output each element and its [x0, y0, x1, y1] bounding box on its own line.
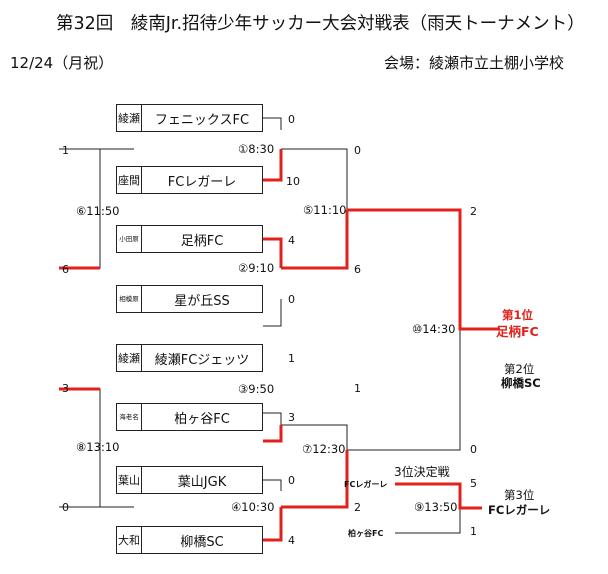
score-m10-b: 0 [470, 443, 477, 456]
match-label-9: ⑨13:50 [414, 500, 458, 514]
team-name: 星が丘SS [174, 293, 230, 309]
score-m5-a: 0 [354, 144, 361, 157]
team-box-hoshigaoka: 相模原 星が丘SS [116, 285, 263, 313]
match-label-7: ⑦12:30 [302, 442, 346, 456]
score-m7-a: 1 [354, 382, 361, 395]
second-place-label: 第2位 [504, 362, 535, 376]
team-box-ashigara: 小田原 足柄FC [116, 225, 263, 253]
event-date: 12/24（月祝） [10, 54, 114, 72]
team-name: フェニックスFC [154, 112, 250, 128]
team-name: 綾瀬FCジェッツ [154, 352, 250, 368]
team-name: 柏ヶ谷FC [174, 411, 230, 427]
score-m3-b: 3 [288, 411, 295, 424]
team-name: 葉山JGK [177, 474, 227, 490]
team-pref: 座間 [117, 167, 142, 193]
team-name: FCレガーレ [167, 174, 237, 190]
team-box-ayase-jets: 綾瀬 綾瀬FCジェッツ [116, 344, 263, 372]
team-box-fc-legare: 座間 FCレガーレ [116, 166, 263, 194]
match-label-10: ⑩14:30 [412, 322, 456, 336]
event-venue: 会場：綾瀬市立土棚小学校 [384, 54, 565, 72]
score-m4-b: 4 [288, 534, 295, 547]
team-pref: 海老名 [117, 404, 142, 430]
score-m1-b: 10 [286, 175, 300, 188]
third-place-team: FCレガーレ [488, 503, 551, 517]
first-place-label: 第1位 [502, 308, 534, 322]
team-pref: 葉山 [117, 467, 142, 493]
match-label-2: ②9:10 [238, 261, 275, 275]
score-m9-b: 1 [470, 525, 477, 538]
team-name: 足柄FC [180, 233, 224, 249]
score-m7-b: 2 [354, 501, 361, 514]
score-m10-a: 2 [470, 205, 477, 218]
team-pref: 小田原 [117, 226, 142, 252]
third-place-team-a: FCレガーレ [344, 480, 388, 489]
score-m3-a: 1 [288, 352, 295, 365]
match-label-5: ⑤11:10 [303, 203, 347, 217]
match-label-1: ①8:30 [238, 142, 275, 156]
third-place-title: 3位決定戦 [394, 465, 450, 479]
match-label-4: ④10:30 [231, 500, 275, 514]
third-place-label: 第3位 [504, 488, 535, 502]
score-m2-b: 0 [288, 293, 295, 306]
team-pref: 大和 [117, 527, 142, 553]
score-m5-b: 6 [354, 263, 361, 276]
team-box-hayama: 葉山 葉山JGK [116, 466, 263, 494]
team-pref: 綾瀬 [117, 105, 142, 131]
score-m6-a: 1 [62, 144, 69, 157]
team-box-phoenix: 綾瀬 フェニックスFC [116, 104, 263, 132]
match-label-3: ③9:50 [238, 382, 275, 396]
second-place-team: 柳橋SC [501, 376, 541, 390]
score-m4-a: 0 [288, 474, 295, 487]
score-m6-b: 6 [62, 263, 69, 276]
team-pref: 綾瀬 [117, 345, 142, 371]
score-m8-b: 0 [62, 501, 69, 514]
team-box-kashiwagaya: 海老名 柏ヶ谷FC [116, 403, 263, 431]
team-name: 柳橋SC [180, 534, 224, 550]
first-place-team: 足柄FC [496, 324, 539, 339]
score-m2-a: 4 [288, 234, 295, 247]
team-box-yanagibashi: 大和 柳橋SC [116, 526, 263, 554]
match-label-6: ⑥11:50 [76, 204, 120, 218]
score-m1-a: 0 [288, 113, 295, 126]
score-m8-a: 3 [62, 382, 69, 395]
match-label-8: ⑧13:10 [76, 440, 120, 454]
third-place-team-b: 柏ヶ谷FC [348, 529, 384, 538]
page-title: 第32回 綾南Jr.招待少年サッカー大会対戦表（雨天トーナメント） [56, 14, 585, 34]
team-pref: 相模原 [117, 286, 142, 312]
score-m9-a: 5 [470, 477, 477, 490]
